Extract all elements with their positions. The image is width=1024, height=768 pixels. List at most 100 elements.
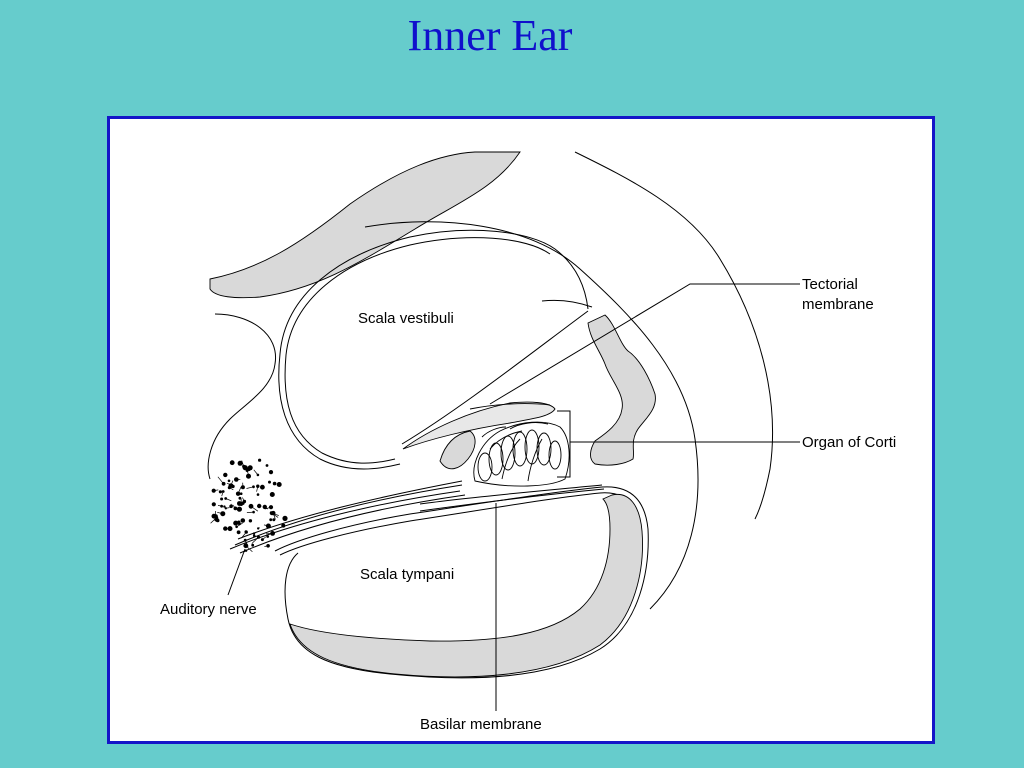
ganglion-fibre bbox=[246, 511, 254, 513]
auditory-nerve-fibres bbox=[229, 480, 466, 554]
ganglion-cell bbox=[218, 490, 222, 494]
tectorial-membrane-edge bbox=[469, 403, 551, 410]
ganglion-fibre bbox=[258, 527, 260, 529]
tympani-bone bbox=[289, 493, 643, 678]
ganglion-fibre bbox=[262, 536, 267, 540]
ganglion-cell bbox=[227, 479, 231, 483]
ganglion-cell bbox=[269, 492, 275, 497]
scala-vestibuli-chamber-inner bbox=[284, 237, 551, 464]
ganglion-cell bbox=[220, 504, 223, 508]
ganglion-cell bbox=[252, 534, 256, 538]
ganglion-cell bbox=[220, 497, 224, 501]
ganglion-cell bbox=[252, 532, 256, 535]
ganglion-cell bbox=[211, 502, 216, 507]
corti-bracket bbox=[557, 410, 571, 478]
ganglion-fibre bbox=[217, 512, 223, 515]
reissner-membrane bbox=[401, 310, 589, 445]
label-scala-vestibuli: Scala vestibuli bbox=[358, 310, 454, 327]
auditory-leader bbox=[227, 548, 246, 596]
ganglion-cell bbox=[265, 464, 269, 467]
ganglion-cell bbox=[236, 506, 242, 512]
diagram-frame: Scala vestibuli Scala tympani Tectorial … bbox=[107, 116, 935, 744]
ganglion-cell bbox=[236, 530, 241, 535]
ganglion-cell bbox=[233, 520, 239, 526]
ganglion-cell bbox=[246, 473, 251, 479]
ganglion-cell bbox=[282, 515, 288, 521]
label-tectorial-line2: membrane bbox=[802, 296, 874, 313]
label-scala-tympani: Scala tympani bbox=[360, 566, 454, 583]
ganglion-fibre bbox=[264, 506, 272, 510]
ganglion-fibre bbox=[242, 497, 245, 502]
scala-vestibuli-chamber bbox=[278, 229, 589, 470]
inner-wall-curve bbox=[364, 221, 699, 610]
ganglion-fibre bbox=[213, 489, 219, 492]
ganglion-cell bbox=[281, 523, 286, 528]
ganglion-cell bbox=[266, 535, 270, 538]
label-tectorial-line1: Tectorial bbox=[802, 276, 858, 293]
label-auditory-nerve: Auditory nerve bbox=[160, 601, 257, 618]
ganglion-fibre bbox=[217, 505, 222, 507]
ganglion-cell bbox=[257, 503, 262, 509]
ganglion-fibre bbox=[229, 487, 234, 491]
scala-tympani-chamber bbox=[274, 486, 649, 679]
ganglion-cell bbox=[256, 493, 260, 496]
label-organ-of-corti: Organ of Corti bbox=[802, 434, 896, 451]
ganglion-fibre bbox=[241, 460, 245, 467]
ganglion-cell bbox=[268, 470, 274, 475]
ganglion-fibre bbox=[217, 476, 224, 485]
ganglion-cell bbox=[238, 496, 242, 500]
ganglion-fibre bbox=[250, 506, 259, 512]
ganglion-fibre bbox=[210, 517, 217, 524]
ganglion-cell bbox=[237, 460, 243, 466]
ganglion-cell bbox=[223, 526, 228, 531]
small-curve bbox=[541, 299, 593, 308]
inner-ear-diagram: Scala vestibuli Scala tympani Tectorial … bbox=[160, 151, 896, 733]
upper-bone-band bbox=[209, 151, 521, 299]
ganglion-fibre bbox=[253, 469, 259, 476]
ganglion-cell bbox=[229, 460, 235, 466]
ganglion-fibre bbox=[264, 545, 269, 547]
ganglion-cell bbox=[272, 518, 276, 522]
ganglion-fibre bbox=[246, 486, 254, 489]
ganglion-fibre bbox=[244, 540, 249, 547]
ganglion-cell bbox=[223, 505, 226, 508]
spiral-ligament bbox=[587, 314, 656, 466]
ganglion-cell bbox=[272, 481, 277, 486]
ganglion-fibre bbox=[264, 506, 268, 510]
label-basilar-membrane: Basilar membrane bbox=[420, 716, 542, 733]
ganglion-fibre bbox=[232, 504, 236, 509]
ganglion-fibre bbox=[225, 498, 232, 502]
ganglion-fibre bbox=[225, 507, 230, 509]
spiral-ganglion bbox=[210, 458, 288, 553]
ganglion-cell bbox=[248, 519, 253, 523]
basilar-membrane bbox=[419, 484, 603, 505]
spiral-limbus bbox=[439, 430, 476, 470]
ganglion-fibre bbox=[263, 524, 269, 527]
left-outline bbox=[207, 313, 277, 480]
basilar-membrane-2 bbox=[419, 488, 605, 512]
ganglion-cell bbox=[258, 458, 262, 462]
ganglion-cell bbox=[240, 518, 246, 523]
ganglion-cell bbox=[229, 504, 233, 509]
scala-tympani-chamber-inner bbox=[279, 492, 642, 556]
tectorial-leader bbox=[489, 283, 800, 405]
ganglion-cell bbox=[227, 526, 233, 532]
ganglion-fibre bbox=[256, 486, 259, 492]
ganglion-cell bbox=[260, 484, 265, 490]
ganglion-cell bbox=[269, 518, 273, 522]
ganglion-cell bbox=[268, 480, 271, 484]
ganglion-cell bbox=[241, 501, 245, 505]
ganglion-fibre bbox=[237, 486, 242, 494]
slide-title: Inner Ear bbox=[407, 11, 573, 60]
ganglion-fibre bbox=[265, 533, 273, 535]
ganglion-fibre bbox=[271, 512, 279, 518]
ganglion-fibre bbox=[221, 491, 224, 497]
ganglion-cell bbox=[251, 543, 255, 547]
organ-of-corti-cells bbox=[473, 421, 570, 487]
outer-wall-curve bbox=[574, 151, 773, 520]
ganglion-cell bbox=[237, 522, 241, 526]
ganglion-cell bbox=[242, 465, 248, 471]
ganglion-fibre bbox=[241, 531, 247, 539]
ganglion-cell bbox=[247, 465, 253, 471]
tectorial-membrane bbox=[402, 401, 556, 450]
